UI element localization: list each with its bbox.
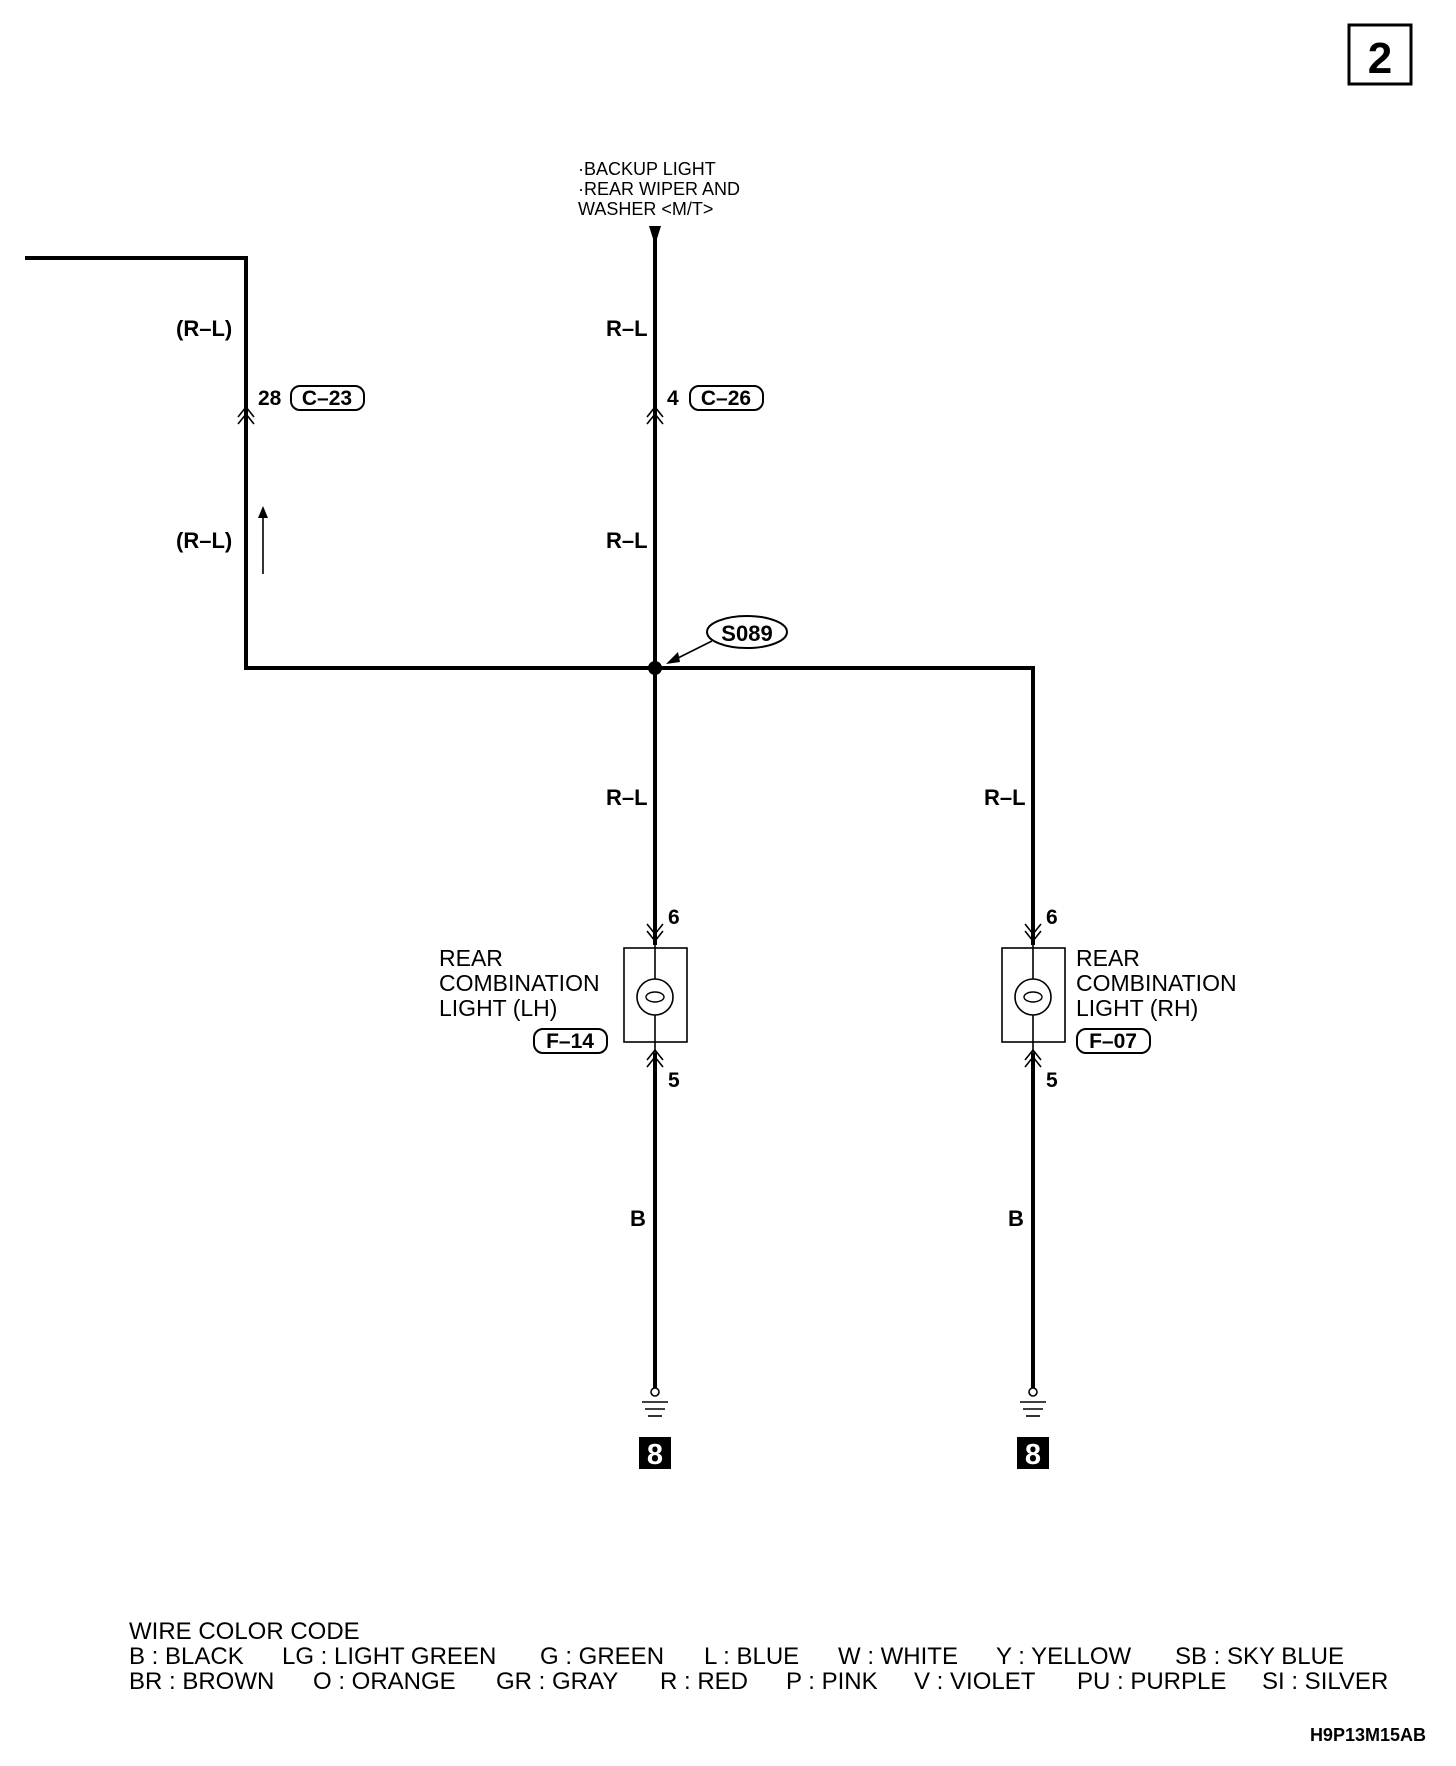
legend-item: LG : LIGHT GREEN <box>282 1643 496 1670</box>
legend-item: PU : PURPLE <box>1077 1668 1226 1695</box>
page-number: 2 <box>1368 34 1392 83</box>
splice-leader-arrow-icon <box>666 652 680 664</box>
pin-mark-left-out-icon <box>646 1048 664 1061</box>
ground-right-number: 8 <box>1025 1439 1041 1471</box>
left-light-connector: F–14 <box>546 1030 594 1053</box>
connector-box-c23 <box>290 385 365 411</box>
destination-arrow-icon <box>649 226 661 245</box>
wire-label-center-lower: R–L <box>606 785 648 810</box>
legend-item: R : RED <box>660 1668 748 1695</box>
legend-item: W : WHITE <box>838 1643 958 1670</box>
pin-mark-right-out-icon-2 <box>1024 1055 1042 1068</box>
connector-pin-c26: 4 <box>667 387 679 410</box>
ground-left-icon <box>642 1387 668 1417</box>
legend-item: V : VIOLET <box>914 1668 1036 1695</box>
pin-mark-right-in-icon <box>1024 923 1042 936</box>
wire-label-left-upper: (R–L) <box>176 316 232 341</box>
connector-mark-c23-icon-2 <box>237 412 255 425</box>
connector-pin-c23: 28 <box>258 387 282 410</box>
current-direction-arrow-icon <box>258 506 268 518</box>
splice-label: S089 <box>721 621 772 646</box>
legend-title: WIRE COLOR CODE <box>129 1618 360 1645</box>
legend-item: B : BLACK <box>129 1643 244 1670</box>
legend-item: SB : SKY BLUE <box>1175 1643 1344 1670</box>
wire-left-loop <box>25 256 1035 945</box>
wire-label-center-upper: R–L <box>606 316 648 341</box>
wire-label-ground-right: B <box>1008 1206 1024 1231</box>
legend-item: O : ORANGE <box>313 1668 456 1695</box>
legend-item: P : PINK <box>786 1668 878 1695</box>
ground-left-number: 8 <box>647 1439 663 1471</box>
connector-mark-c26-icon <box>646 405 664 418</box>
right-bulb-icon <box>1014 978 1052 1016</box>
pin-mark-left-in-icon-2 <box>646 930 664 943</box>
left-light-pin-out: 5 <box>668 1069 680 1092</box>
pin-mark-right-in-icon-2 <box>1024 930 1042 943</box>
legend-row-2: BR : BROWN O : ORANGE GR : GRAY R : RED … <box>129 1668 1388 1695</box>
pin-mark-right-out-icon <box>1024 1048 1042 1061</box>
connector-mark-c26-icon-2 <box>646 412 664 425</box>
left-light-name-1: REAR <box>439 945 503 971</box>
legend-item: GR : GRAY <box>496 1668 618 1695</box>
right-light-name-3: LIGHT (RH) <box>1076 995 1198 1021</box>
connector-id-c23: C–23 <box>302 387 352 410</box>
ground-right-icon <box>1020 1387 1046 1417</box>
splice-point <box>648 661 662 675</box>
wire-label-left-lower: (R–L) <box>176 528 232 553</box>
left-light-name-2: COMBINATION <box>439 970 600 996</box>
left-bulb-icon <box>636 978 674 1016</box>
connector-mark-c23-icon <box>237 405 255 418</box>
right-bulb-filament-icon <box>1023 991 1043 1003</box>
left-bulb-filament-icon <box>645 991 665 1003</box>
legend-item: L : BLUE <box>704 1643 799 1670</box>
pin-mark-left-in-icon <box>646 923 664 936</box>
ground-left-badge <box>639 1437 671 1469</box>
ground-right-badge <box>1017 1437 1049 1469</box>
figure-code: H9P13M15AB <box>1310 1725 1426 1745</box>
right-light-name-1: REAR <box>1076 945 1140 971</box>
legend-row-1: B : BLACK LG : LIGHT GREEN G : GREEN L :… <box>129 1643 1344 1670</box>
legend-item: Y : YELLOW <box>996 1643 1132 1670</box>
legend-item: SI : SILVER <box>1262 1668 1388 1695</box>
splice-label-oval <box>706 615 788 649</box>
pin-mark-left-out-icon-2 <box>646 1055 664 1068</box>
right-light-pin-in: 6 <box>1046 906 1058 929</box>
wire-label-ground-left: B <box>630 1206 646 1231</box>
right-light-connector: F–07 <box>1089 1030 1137 1053</box>
right-light-name-2: COMBINATION <box>1076 970 1237 996</box>
destination-line-3: WASHER <M/T> <box>578 199 713 219</box>
destination-line-1: ·BACKUP LIGHT <box>578 159 716 179</box>
left-light-connector-box <box>533 1028 608 1054</box>
legend-item: G : GREEN <box>540 1643 664 1670</box>
destination-line-2: ·REAR WIPER AND <box>578 179 740 199</box>
connector-id-c26: C–26 <box>701 387 751 410</box>
page-number-box <box>1347 23 1413 86</box>
right-light-connector-box <box>1076 1028 1151 1054</box>
right-light-pin-out: 5 <box>1046 1069 1058 1092</box>
left-light-name-3: LIGHT (LH) <box>439 995 557 1021</box>
wire-label-right: R–L <box>984 785 1026 810</box>
connector-box-c26 <box>689 385 764 411</box>
legend-item: BR : BROWN <box>129 1668 274 1695</box>
left-light-pin-in: 6 <box>668 906 680 929</box>
wire-label-center-middle: R–L <box>606 528 648 553</box>
